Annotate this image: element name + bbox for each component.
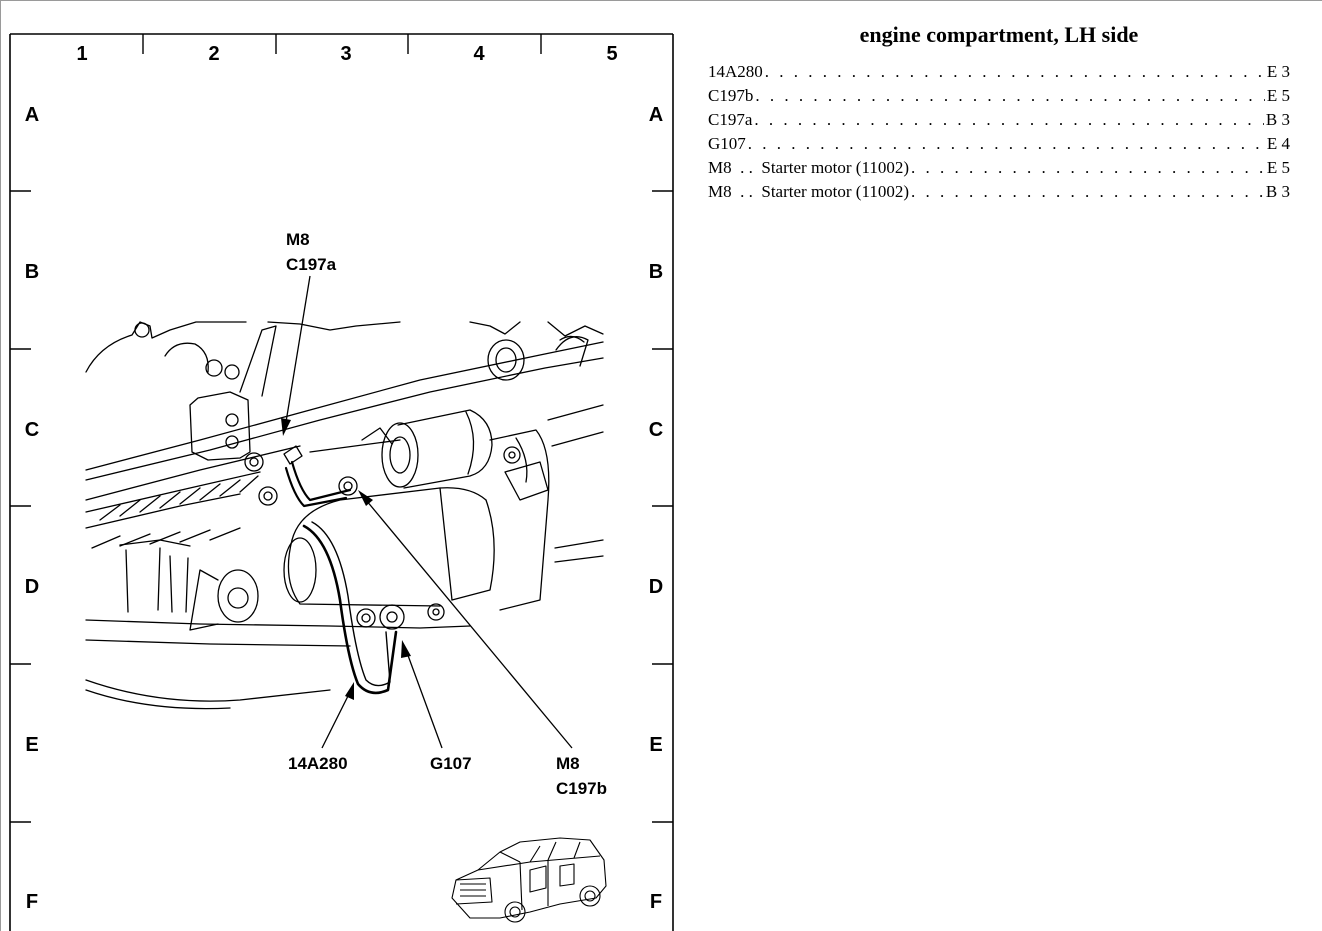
callout-g107: G107 [430, 754, 472, 773]
index-title: engine compartment, LH side [859, 22, 1139, 47]
component-index: engine compartment, LH side 14A280 . . .… [708, 22, 1290, 204]
index-leader-dots: . . . . . . . . . . . . . . . . . . . . … [911, 182, 1264, 201]
index-code: M8 [708, 182, 732, 201]
index-row: C197a . . . . . . . . . . . . . . . . . … [708, 108, 1290, 132]
index-list: 14A280 . . . . . . . . . . . . . . . . .… [708, 60, 1290, 204]
index-code: G107 [708, 134, 746, 153]
callout-c197b: C197b [556, 779, 607, 798]
index-leader-dots: . . . . . . . . . . . . . . . . . . . . … [754, 110, 1264, 129]
index-separator: . . [731, 182, 762, 201]
suv-vehicle-icon [451, 837, 607, 923]
callout-c197a: C197a [286, 255, 337, 274]
index-code: M8 [708, 158, 732, 177]
callout-14a280: 14A280 [288, 754, 348, 773]
index-location: E 5 [1266, 158, 1290, 177]
index-code: C197a [708, 110, 753, 129]
index-code: C197b [708, 86, 754, 105]
row-label-c-right: C [649, 419, 663, 441]
index-location: B 3 [1265, 182, 1290, 201]
row-label-a-left: A [25, 104, 39, 126]
row-label-a-right: A [649, 104, 663, 126]
row-label-f-left: F [26, 891, 38, 913]
index-leader-dots: . . . . . . . . . . . . . . . . . . . . … [747, 134, 1265, 153]
row-label-c-left: C [25, 419, 39, 441]
index-description: Starter motor (11002) [761, 182, 909, 201]
row-label-e-left: E [25, 734, 38, 756]
callout-m8-top: M8 [286, 230, 310, 249]
page-left-border [0, 0, 1, 931]
column-label-1: 1 [76, 43, 87, 65]
index-leader-dots: . . . . . . . . . . . . . . . . . . . . … [755, 86, 1265, 105]
row-label-b-right: B [649, 261, 663, 283]
row-label-d-left: D [25, 576, 39, 598]
index-row: M8 . . Starter motor (11002) . . . . . .… [708, 180, 1290, 204]
callout-leaders [281, 275, 573, 749]
column-label-4: 4 [473, 43, 485, 65]
index-code: 14A280 [708, 62, 763, 81]
column-label-3: 3 [340, 43, 351, 65]
callout-m8-bottom: M8 [556, 754, 580, 773]
index-row: M8 . . Starter motor (11002) . . . . . .… [708, 156, 1290, 180]
index-row: C197b . . . . . . . . . . . . . . . . . … [708, 84, 1290, 108]
index-row: 14A280 . . . . . . . . . . . . . . . . .… [708, 60, 1290, 84]
index-location: E 5 [1266, 86, 1290, 105]
location-diagram: 1 2 3 4 5 A B C D E F A B C D E F [9, 33, 674, 931]
row-label-f-right: F [650, 891, 662, 913]
index-row: G107 . . . . . . . . . . . . . . . . . .… [708, 132, 1290, 156]
index-location: E 3 [1266, 62, 1290, 81]
row-label-e-right: E [649, 734, 662, 756]
index-description: Starter motor (11002) [761, 158, 909, 177]
index-leader-dots: . . . . . . . . . . . . . . . . . . . . … [764, 62, 1265, 81]
row-label-d-right: D [649, 576, 663, 598]
index-location: B 3 [1265, 110, 1290, 129]
page-top-border [0, 0, 1322, 1]
starter-motor-illustration [85, 321, 604, 710]
column-label-5: 5 [606, 43, 617, 65]
index-location: E 4 [1266, 134, 1290, 153]
index-leader-dots: . . . . . . . . . . . . . . . . . . . . … [911, 158, 1265, 177]
column-label-2: 2 [208, 43, 219, 65]
row-label-b-left: B [25, 261, 39, 283]
diagram-frame [9, 33, 674, 931]
index-separator: . . [731, 158, 762, 177]
